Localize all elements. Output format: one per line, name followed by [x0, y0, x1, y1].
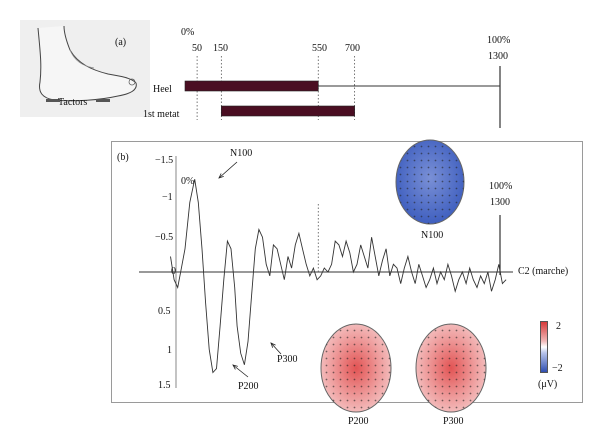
panel-b-label: (b) — [117, 152, 129, 163]
y-tick-label: 1 — [167, 345, 172, 356]
timeline-end-ms: 1300 — [488, 51, 508, 62]
topomap-p200 — [316, 320, 396, 416]
panel-b-end-pct: 100% — [489, 181, 513, 192]
stimulus-bar — [184, 80, 319, 92]
topomap-label-p200: P200 — [348, 416, 369, 427]
peak-label-n100: N100 — [230, 148, 253, 159]
y-tick-label: 0 — [171, 266, 176, 277]
n100-arrow — [218, 161, 238, 179]
p200-arrow — [232, 364, 249, 378]
peak-label-p200: P200 — [238, 381, 259, 392]
tick-label-550: 550 — [312, 43, 327, 54]
y-tick-label: 1.5 — [158, 380, 171, 391]
topomap-n100 — [390, 136, 470, 228]
p300-arrow-head — [270, 342, 276, 348]
topomap-p300 — [411, 320, 491, 416]
electrode-label: C2 (marche) — [518, 266, 569, 277]
foot-photo — [20, 20, 150, 117]
colorbar-min-label: −2 — [552, 363, 563, 374]
timeline-start-label: 0% — [181, 27, 195, 38]
foot-illustration — [37, 25, 137, 102]
tick-label-50: 50 — [192, 43, 202, 54]
tactors-caption: Tactors — [58, 97, 88, 108]
row-label-1st-metat: 1st metat — [143, 109, 180, 120]
n100-arrow-head — [218, 173, 224, 179]
tick-label-700: 700 — [345, 43, 360, 54]
topomap-label-p300: P300 — [443, 416, 464, 427]
p200-arrow-head — [232, 364, 238, 370]
y-tick-label: −0.5 — [155, 232, 174, 243]
timeline-end-pct: 100% — [487, 35, 511, 46]
p300-arrow — [270, 342, 282, 355]
peak-label-p300: P300 — [277, 354, 298, 365]
colorbar-max-label: 2 — [556, 321, 561, 332]
topomap-label-n100: N100 — [421, 230, 444, 241]
metat-tactor — [96, 99, 110, 102]
panel-b-start-label: 0% — [181, 176, 195, 187]
row-label-heel: Heel — [153, 84, 172, 95]
tick-label-150: 150 — [213, 43, 228, 54]
y-tick-label: −1.5 — [155, 155, 174, 166]
heel-tactor — [46, 99, 60, 102]
panel-a-label: (a) — [115, 37, 127, 48]
y-tick-label: 0.5 — [158, 306, 171, 317]
stimulus-bar — [221, 105, 355, 117]
colorbar-unit-label: (μV) — [538, 379, 558, 390]
erp-waveform — [170, 179, 507, 374]
y-tick-label: −1 — [162, 192, 173, 203]
colorbar — [540, 321, 548, 373]
panel-b-end-ms: 1300 — [490, 197, 510, 208]
